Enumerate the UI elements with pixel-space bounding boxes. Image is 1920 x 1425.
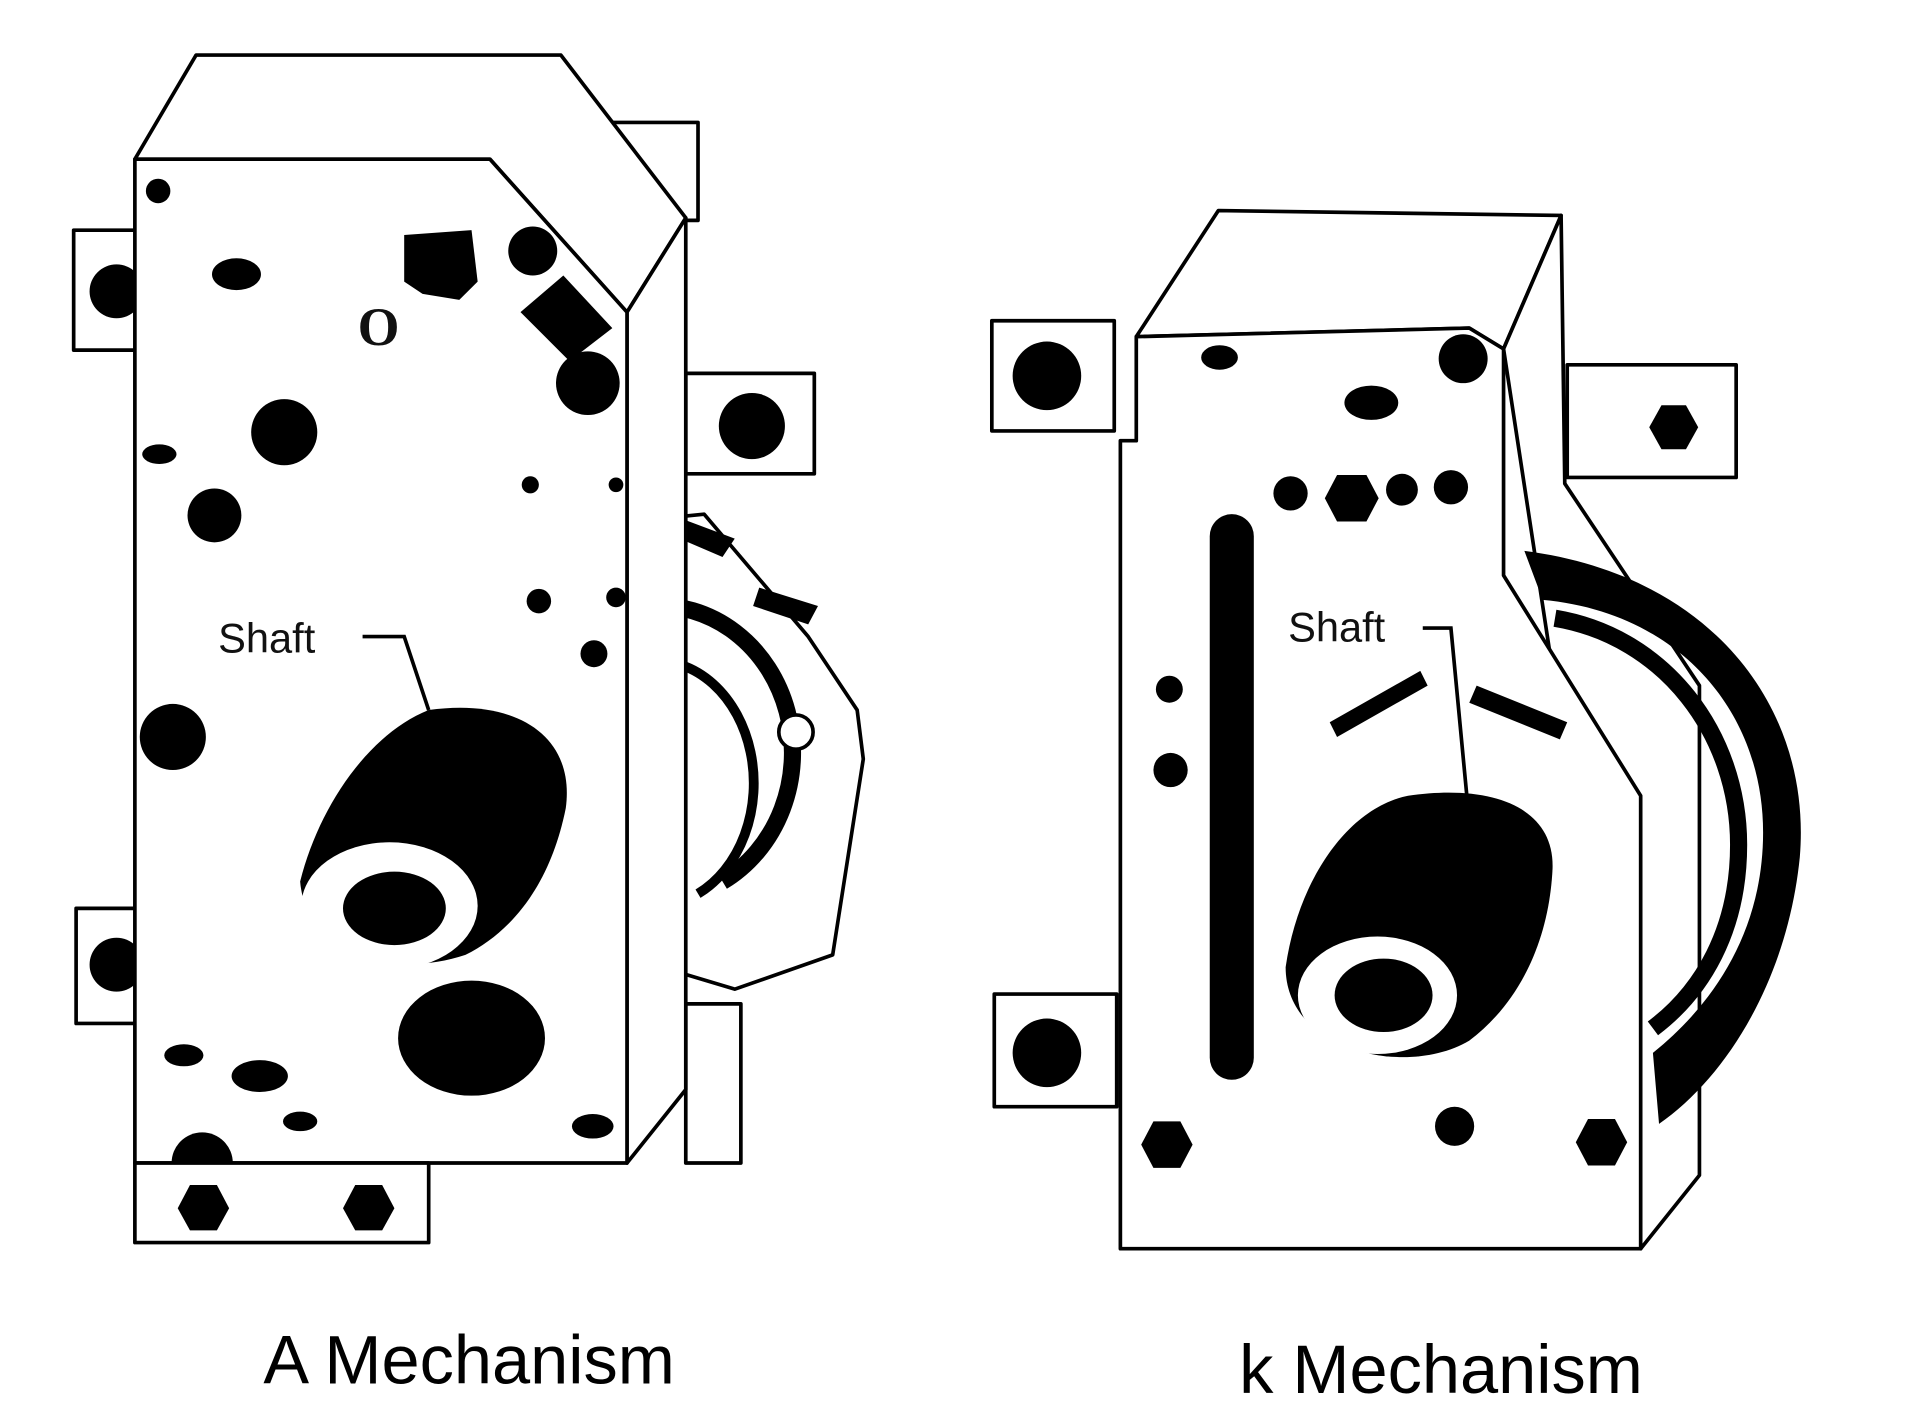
mount-tab	[1565, 362, 1738, 480]
k-mechanism-drawing: Shaft k Mechanism	[989, 208, 1801, 1408]
part-mark: O	[358, 297, 400, 357]
caption-a-mechanism: A Mechanism	[263, 1321, 674, 1398]
a-mechanism-drawing: O Shaft A Mechanism	[71, 53, 866, 1398]
caption-k-mechanism: k Mechanism	[1239, 1331, 1643, 1408]
shaft-label: Shaft	[218, 615, 316, 662]
shaft-label: Shaft	[1288, 603, 1386, 650]
